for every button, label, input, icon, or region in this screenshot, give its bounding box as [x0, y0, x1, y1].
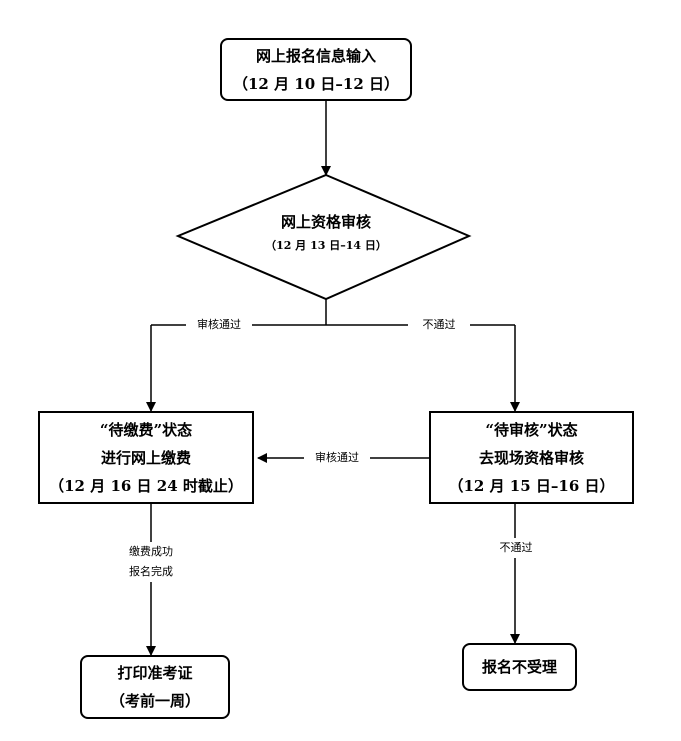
edge-label-fail-down: 不通过 [485, 538, 547, 558]
edge-label-success-line1: 缴费成功 [129, 545, 173, 558]
edge-label-fail-right: 不通过 [408, 315, 470, 335]
node-input-line1: 网上报名信息输入 [255, 46, 376, 65]
node-print-line1: 打印准考证 [117, 664, 193, 682]
node-reject-line1: 报名不受理 [481, 658, 557, 676]
node-review-line1: 网上资格审核 [280, 213, 371, 231]
node-print: 打印准考证 （考前一周） [80, 655, 230, 719]
node-onsite-line3: （12 月 15 日–16 日） [448, 476, 615, 495]
node-pay-line3: （12 月 16 日 24 时截止） [49, 476, 243, 495]
node-onsite: “待审核”状态 去现场资格审核 （12 月 15 日–16 日） [429, 411, 634, 504]
node-pay-line2: 进行网上缴费 [100, 448, 191, 467]
node-print-line2: （考前一周） [109, 692, 200, 710]
node-input: 网上报名信息输入 （12 月 10 日–12 日） [220, 38, 412, 101]
edge-label-success-line2: 报名完成 [129, 565, 173, 578]
node-review: 网上资格审核 （12 月 13 日–14 日） [228, 209, 424, 257]
node-pay: “待缴费”状态 进行网上缴费 （12 月 16 日 24 时截止） [38, 411, 254, 504]
edge-label-success: 缴费成功 报名完成 [108, 542, 194, 582]
node-pay-line1: “待缴费”状态 [99, 420, 193, 439]
node-review-line2: （12 月 13 日–14 日） [265, 239, 387, 252]
edge-label-pass-left: 审核通过 [186, 315, 252, 335]
node-onsite-line1: “待审核”状态 [485, 420, 578, 439]
node-onsite-line2: 去现场资格审核 [478, 448, 584, 467]
node-reject: 报名不受理 [462, 643, 577, 691]
node-input-line2: （12 月 10 日–12 日） [232, 74, 399, 93]
edge-label-pass-middle: 审核通过 [304, 448, 370, 468]
